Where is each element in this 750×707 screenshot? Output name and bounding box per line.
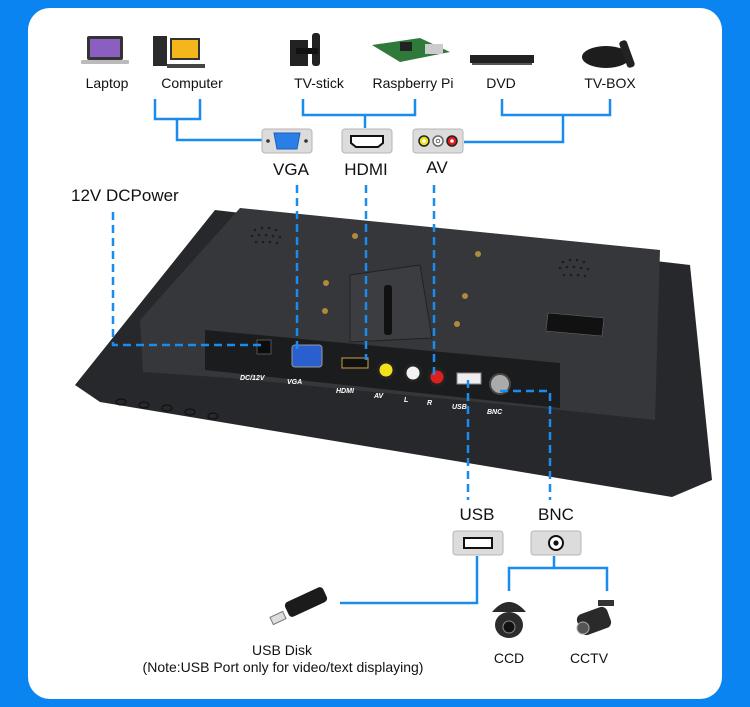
av-rca-port-icon [412,128,464,154]
device-label-computer: Computer [161,75,223,91]
port-label-usb: USB [459,505,495,524]
speaker-grille-left [250,226,282,245]
hdmi-port-icon [341,128,393,154]
panel-label-vga: VGA [287,379,302,386]
panel-label-bnc: BNC [487,409,503,416]
dc-jack [256,339,272,355]
line-tvstick-rpi-hdmi [301,99,417,117]
device-label-ccd: CCD [493,650,525,666]
dome-camera-icon [492,602,526,638]
line-dvd-tvbox-av [500,99,612,117]
device-label-laptop: Laptop [85,75,129,91]
vga-port-icon [261,128,313,154]
panel-label-av: AV [373,393,385,400]
panel-label-r: R [427,400,432,407]
rca-yellow [376,360,396,380]
usb-disk-icon [269,587,328,626]
panel-label-l: L [404,397,408,404]
line-av-trunk [464,115,565,144]
rca-white [403,363,423,383]
dash-power [111,212,265,347]
device-label-usb-disk: USB Disk [252,642,312,658]
line-usb-disk [340,556,479,605]
monitor-sticker [545,312,605,337]
tv-stick-icon [290,33,320,66]
port-label-av: AV [426,158,448,177]
port-label-hdmi: HDMI [344,160,388,179]
monitor-front-buttons [115,398,219,420]
line-laptop-computer-vga [153,99,202,121]
port-label-vga: VGA [273,160,309,179]
panel-label-hdmi: HDMI [336,388,355,395]
line-bnc-cameras [507,556,556,591]
stand-slot [384,285,392,335]
bnc-connector [489,373,511,395]
desktop-computer-icon [153,36,205,68]
vga-connector [291,344,323,368]
device-label-tv-box: TV-BOX [584,75,636,91]
device-label-dvd: DVD [486,75,516,91]
panel-label-usb: USB [452,404,467,411]
usb-port-icon [452,530,504,556]
power-label: 12V DCPower [71,186,179,205]
rca-red [427,367,447,387]
dvd-player-icon [470,55,534,65]
monitor-illustration [75,208,712,497]
tv-box-icon [582,40,635,68]
laptop-icon [81,36,129,64]
device-label-raspberry-pi: Raspberry Pi [372,75,454,91]
raspberry-pi-icon [372,38,450,62]
device-label-cctv: CCTV [569,650,609,666]
dash-bnc [500,389,552,500]
speaker-grille-right [558,258,590,278]
port-label-bnc: BNC [538,505,574,524]
mount-screws [322,233,481,327]
bullet-camera-icon [576,600,614,636]
line-vga-trunk [175,119,262,142]
usb-disk-note: (Note:USB Port only for video/text displ… [142,659,424,675]
hdmi-connector [341,357,369,369]
line-bnc-cctv [554,566,609,591]
device-label-tv-stick: TV-stick [294,75,344,91]
bnc-port-icon [530,530,582,556]
panel-label-dc12v: DC/12V [240,375,266,382]
